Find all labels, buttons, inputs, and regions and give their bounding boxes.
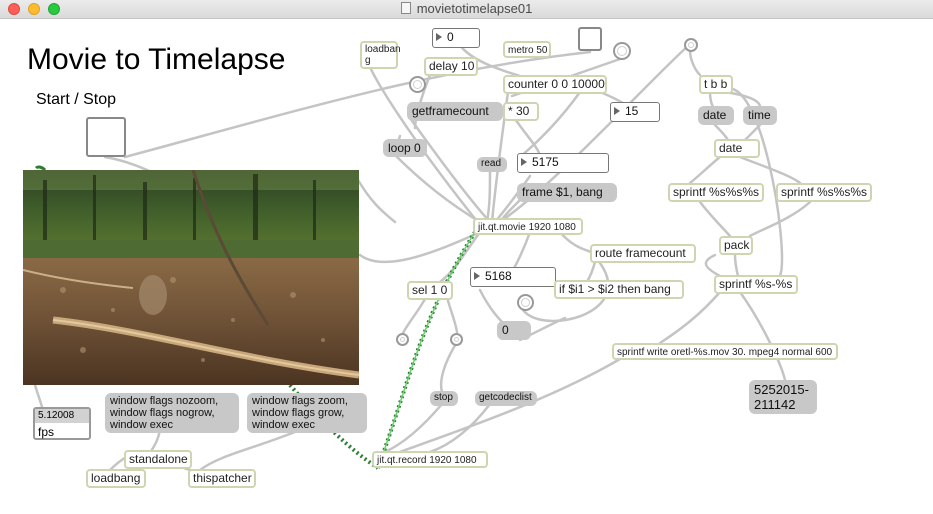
window-zoom-message[interactable]: window flags zoom, window flags grow, wi… (247, 393, 367, 433)
frame-bang-message[interactable]: frame $1, bang (517, 183, 617, 202)
read-message[interactable]: read (477, 157, 507, 172)
patch-cord (408, 116, 492, 224)
video-preview (23, 170, 359, 385)
fps-value: 5.12008 (35, 409, 89, 423)
patch-cord (356, 178, 397, 224)
bang-button-small[interactable] (450, 333, 463, 346)
bang-button-small[interactable] (684, 38, 698, 52)
patch-cord (688, 48, 702, 77)
patch-title: Movie to Timelapse (27, 43, 286, 76)
patch-cord (698, 200, 732, 238)
sprintf-write-object[interactable]: sprintf write oretl-%s.mov 30. mpeg4 nor… (612, 343, 838, 360)
patch-cord (366, 61, 482, 227)
patch-cord (393, 153, 482, 224)
fps-label: fps (38, 425, 55, 439)
patch-cord (33, 383, 44, 409)
getcodeclist-message[interactable]: getcodeclist (475, 391, 537, 406)
start-stop-label: Start / Stop (36, 91, 117, 108)
standalone-object[interactable]: standalone (124, 450, 192, 469)
metro-object[interactable]: metro 50 (503, 41, 551, 58)
sel-object[interactable]: sel 1 0 (407, 281, 453, 300)
metro-toggle[interactable] (578, 27, 602, 51)
patch-cord (738, 290, 787, 382)
bang-button[interactable] (409, 76, 426, 93)
minimize-window-button[interactable] (28, 3, 40, 15)
sprintf-object-2[interactable]: sprintf %s%s%s (776, 183, 872, 202)
loop-message[interactable]: loop 0 (383, 139, 427, 157)
getframecount-message[interactable]: getframecount (407, 102, 503, 121)
patch-cord (708, 90, 715, 109)
if-object[interactable]: if $i1 > $i2 then bang (554, 280, 684, 299)
patch-cord (485, 167, 492, 224)
patch-cord (688, 155, 722, 185)
video-frame-image (23, 170, 359, 385)
window-title: movietotimelapse01 (0, 1, 933, 16)
patch-cord (428, 402, 492, 454)
stop-message[interactable]: stop (430, 391, 458, 406)
patch-cord (748, 200, 812, 238)
window-titlebar: movietotimelapse01 (0, 0, 933, 19)
patch-cord (658, 290, 722, 345)
patch-cord (123, 50, 592, 159)
loadbang-object[interactable]: loadban g (360, 41, 401, 69)
close-window-button[interactable] (8, 3, 20, 15)
date-message[interactable]: date (698, 106, 734, 125)
trigger-object[interactable]: t b b (699, 75, 733, 94)
patch-cord (358, 230, 482, 264)
number-box-5175[interactable]: 5175 (517, 153, 609, 173)
patch-cord (398, 357, 622, 454)
patch-cord (439, 340, 459, 394)
patch-cord (738, 155, 802, 185)
zoom-window-button[interactable] (48, 3, 60, 15)
patch-cord (713, 123, 730, 142)
patch-cord (498, 42, 692, 224)
patch-cord (383, 402, 444, 454)
jit-qt-record-object[interactable]: jit.qt.record 1920 1080 (372, 451, 488, 468)
patch-cord (518, 90, 582, 159)
number-box-5168[interactable]: 5168 (470, 267, 556, 287)
video-cord-highlight (377, 231, 476, 469)
route-framecount-object[interactable]: route framecount (590, 244, 696, 263)
bang-button-small[interactable] (396, 333, 409, 346)
timestamp-message[interactable]: 5252015-211142 (749, 380, 817, 414)
bang-button[interactable] (613, 42, 631, 60)
fps-display: 5.12008 fps (33, 407, 91, 440)
window-nozoom-message[interactable]: window flags nozoom, window flags nogrow… (105, 393, 239, 433)
counter-object[interactable]: counter 0 0 10000 (503, 75, 607, 94)
start-stop-toggle[interactable] (86, 117, 126, 157)
date-object[interactable]: date (714, 139, 760, 158)
sprintf-object-1[interactable]: sprintf %s%s%s (668, 183, 764, 202)
delay-object[interactable]: delay 10 (424, 57, 478, 76)
patch-cord (458, 43, 522, 78)
patch-cord (704, 253, 722, 278)
patch-cord (733, 253, 740, 278)
video-cord (34, 165, 47, 172)
time-message[interactable]: time (743, 106, 777, 125)
document-icon (400, 2, 411, 14)
patch-cord (723, 90, 762, 109)
loadbang-bottom-object[interactable]: loadbang (86, 469, 146, 488)
number-box-top[interactable]: 0 (432, 28, 480, 48)
bang-button[interactable] (517, 294, 534, 311)
patch-cord (718, 87, 784, 278)
pack-object[interactable]: pack (719, 236, 753, 255)
sprintf-dash-object[interactable]: sprintf %s-%s (714, 275, 798, 294)
zero-message[interactable]: 0 (497, 321, 531, 340)
window-title-text: movietotimelapse01 (416, 1, 533, 16)
patch-cord (198, 428, 302, 472)
number-box-15[interactable]: 15 (610, 102, 660, 122)
multiply-object[interactable]: * 30 (503, 102, 539, 121)
jit-qt-movie-object[interactable]: jit.qt.movie 1920 1080 (473, 218, 583, 235)
thispatcher-object[interactable]: thispatcher (188, 469, 256, 488)
patch-cord (478, 288, 507, 327)
video-cord (376, 230, 477, 469)
